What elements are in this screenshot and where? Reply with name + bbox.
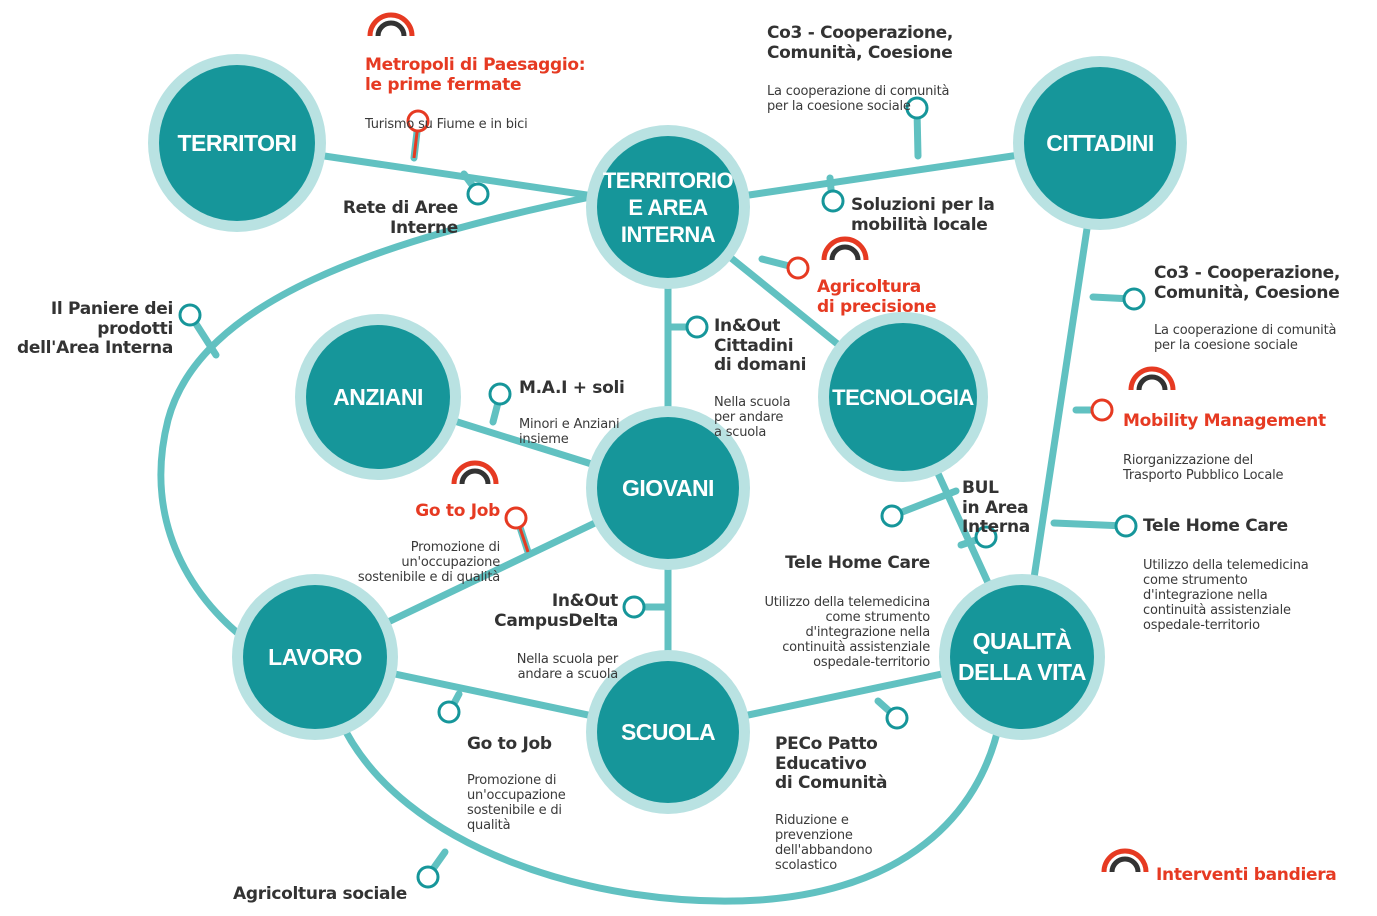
marker-mobilita [821,189,845,213]
label-desc: Nella scuola per andare a scuola [714,395,791,441]
legend-label: Interventi bandiera [1156,865,1337,886]
label-title: Agricoltura sociale [233,884,407,905]
label-agricoltura-precisione: Agricoltura di precisione [817,260,987,336]
link-lavoro-qualita-curve [336,716,1004,905]
marker-rete [466,182,490,206]
label-gotojob-bottom: Go to Job Promozione di un'occupazione s… [467,717,607,852]
label-title: Soluzioni per la mobilità locale [851,195,995,235]
label-title: Co3 - Cooperazione, Comunità, Coesione [1154,263,1341,303]
label-desc: Promozione di un'occupazione sostenibile… [467,773,566,834]
label-desc: La cooperazione di comunità per la coesi… [1154,322,1337,353]
marker-inout-cittadini [685,315,709,339]
label-desc: Utilizzo della telemedicina come strumen… [764,595,930,671]
label-desc: Minori e Anziani insieme [519,417,620,448]
flag-marker-gotojob [504,506,528,530]
hub-qualita-della-vita: QUALITÀ DELLA VITA [950,585,1094,729]
label-inout-cittadini: In&Out Cittadini di domani Nella scuola … [714,299,834,460]
marker-bul [974,525,998,549]
label-title: Tele Home Care [1143,516,1288,537]
label-title: BUL in Area Interna [962,478,1030,538]
label-title: Metropoli di Paesaggio: le prime fermate [365,55,586,95]
label-inout-campus: In&Out CampusDelta Nella scuola per anda… [470,574,618,701]
link-territorio-lavoro-curve [157,191,604,654]
marker-co3-top [905,96,929,120]
hub-giovani: GIOVANI [597,417,739,559]
label-desc: Utilizzo della telemedicina come strumen… [1143,558,1309,634]
label-rete: Rete di Aree Interne [300,181,458,257]
label-desc: Riorganizzazione del Trasporto Pubblico … [1123,453,1284,484]
label-desc: Turismo su Fiume e in bici [365,116,528,132]
marker-inout-campus [622,595,646,619]
hub-lavoro: LAVORO [243,585,387,729]
label-agricoltura-sociale: Agricoltura sociale [205,867,407,916]
label-title: Go to Job [415,501,500,522]
flag-marker-metropoli [406,109,430,133]
label-desc: Riduzione e prevenzione dell'abbandono s… [775,813,873,874]
label-title: Go to Job [467,734,552,755]
hub-cittadini: CITTADINI [1024,67,1176,219]
label-title: Rete di Aree Interne [342,198,458,238]
label-title: Tele Home Care [785,553,930,574]
link-cittadini-qualita [1018,139,1104,661]
label-title: M.A.I + soli [519,378,625,399]
flag-marker-agricoltura [786,256,810,280]
label-desc: Promozione di un'occupazione sostenibile… [357,540,500,586]
label-title: Agricoltura di precisione [817,277,937,317]
hub-scuola: SCUOLA [597,661,739,803]
hub-territorio-area-interna: TERRITORIO E AREA INTERNA [597,136,739,278]
marker-gotojob-bottom [437,700,461,724]
label-title: PECo Patto Educativo di Comunità [775,734,888,794]
rainbow-flag-icon [821,236,869,260]
label-gotojob-flag: Go to Job Promozione di un'occupazione s… [318,484,500,605]
label-telehome-mid: Tele Home Care Utilizzo della telemedici… [720,536,930,689]
label-title: Mobility Management [1123,411,1326,432]
rainbow-flag-icon [451,460,499,484]
marker-peco [885,706,909,730]
label-mobilita: Soluzioni per la mobilità locale [851,178,1051,254]
hub-anziani: ANZIANI [306,325,450,469]
marker-co3-right [1122,287,1146,311]
rainbow-flag-icon [1128,366,1176,390]
marker-telehome-right [1114,514,1138,538]
label-telehome-right: Tele Home Care Utilizzo della telemedici… [1143,499,1358,652]
marker-mai [488,382,512,406]
marker-telehome-mid [880,504,904,528]
label-bul: BUL in Area Interna [962,461,1052,556]
label-title: Co3 - Cooperazione, Comunità, Coesione [767,23,954,63]
hub-tecnologia: TECNOLOGIA [829,323,977,471]
label-paniere: Il Paniere dei prodotti dell'Area Intern… [5,282,173,377]
legend: Interventi bandiera [1156,848,1366,904]
label-mobility-management: Mobility Management Riorganizzazione del… [1123,394,1363,503]
legend-rainbow-flag-icon [1101,848,1149,872]
label-title: In&Out Cittadini di domani [714,316,807,376]
label-co3-top: Co3 - Cooperazione, Comunità, Coesione L… [767,6,1007,133]
flag-marker-mobility [1090,398,1114,422]
label-peco: PECo Patto Educativo di Comunità Riduzio… [775,717,925,893]
label-mai: M.A.I + soli Minori e Anziani insieme [519,361,659,467]
hub-territori: TERRITORI [159,65,315,221]
label-co3-right: Co3 - Cooperazione, Comunità, Coesione L… [1154,246,1376,372]
marker-agricoltura-sociale [416,865,440,889]
label-title: Il Paniere dei prodotti dell'Area Intern… [17,299,173,359]
label-desc: Nella scuola per andare a scuola [516,651,618,682]
label-desc: La cooperazione di comunità per la coesi… [767,83,950,114]
label-title: In&Out CampusDelta [494,591,618,631]
label-metropoli: Metropoli di Paesaggio: le prime fermate… [365,38,625,151]
marker-paniere [178,303,202,327]
rainbow-flag-icon [367,12,415,36]
